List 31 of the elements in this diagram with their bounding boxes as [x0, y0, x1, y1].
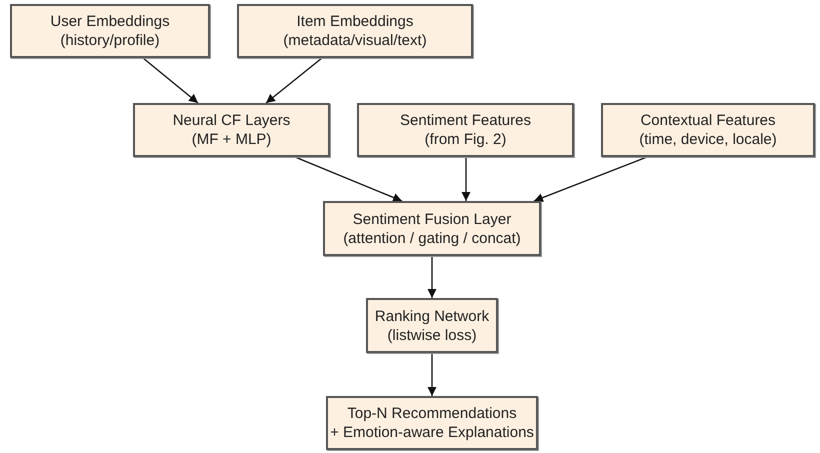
arrow [294, 156, 402, 202]
box-subtitle: (MF + MLP) [192, 130, 272, 149]
box-title: Contextual Features [640, 111, 776, 130]
box-title: Ranking Network [374, 306, 490, 326]
box-subtitle: (metadata/visual/text) [283, 31, 427, 50]
box-subtitle: (attention / gating / concat) [343, 228, 521, 248]
process-box [323, 201, 541, 256]
arrow [462, 157, 470, 201]
box-subtitle: (listwise loss) [387, 326, 477, 344]
arrow [142, 58, 198, 104]
box-title: User Embeddings [50, 12, 170, 31]
box-subtitle: + Emotion-aware Explanations [330, 423, 534, 442]
process-box [601, 103, 815, 157]
box-title: Neural CF Layers [172, 111, 290, 130]
box-subtitle: (history/profile) [60, 31, 160, 50]
arrow [428, 353, 436, 396]
arrow [534, 156, 648, 202]
process-box [366, 298, 498, 353]
process-box [326, 396, 538, 450]
box-title: Sentiment Features [400, 111, 531, 130]
arrow [428, 256, 436, 298]
box-title: Top-N Recommendations [347, 404, 517, 423]
box-subtitle: (time, device, locale) [639, 130, 777, 149]
process-box [10, 4, 210, 58]
arrow [266, 58, 322, 104]
process-box [357, 103, 574, 157]
process-box [237, 4, 473, 58]
box-title: Sentiment Fusion Layer [352, 210, 512, 228]
process-box [133, 103, 330, 157]
box-subtitle: (from Fig. 2) [424, 130, 506, 149]
box-title: Item Embeddings [296, 12, 414, 31]
